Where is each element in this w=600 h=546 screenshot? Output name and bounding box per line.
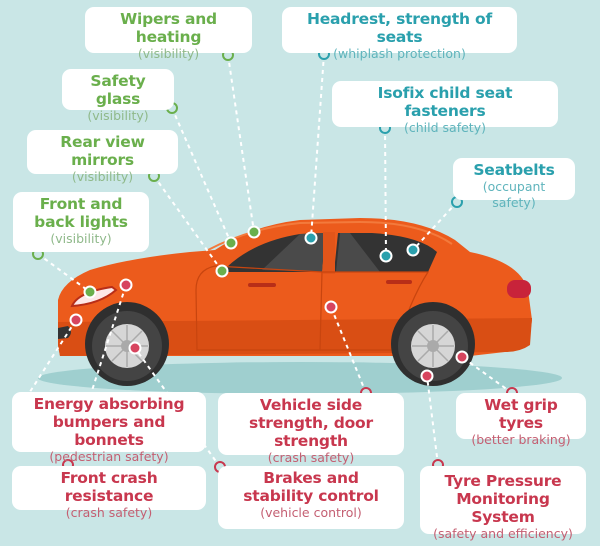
callout-subtitle: (crash safety) [65, 505, 153, 520]
callout-title: Vehicle side strength, door strength [249, 396, 373, 450]
callout-title: Tyre Pressure Monitoring System [444, 472, 562, 526]
callout-title: Seatbelts [473, 161, 555, 179]
callout-headrest: Headrest, strength of seats (whiplash pr… [282, 7, 517, 61]
callout-safety-glass: Safety glass (visibility) [62, 69, 174, 123]
callout-subtitle: (vehicle control) [260, 505, 362, 520]
callout-title: Brakes and stability control [243, 469, 379, 505]
callout-subtitle: (occupant safety) [482, 179, 546, 210]
callout-title: Wet grip tyres [484, 396, 558, 432]
tail-light [507, 280, 531, 298]
callout-title: Isofix child seat fasteners [377, 84, 513, 120]
callout-subtitle: (visibility) [71, 169, 134, 184]
callout-subtitle: (child safety) [404, 120, 486, 135]
callout-isofix: Isofix child seat fasteners (child safet… [332, 81, 558, 135]
front-wheel [92, 311, 162, 381]
callout-subtitle: (whiplash protection) [333, 46, 466, 61]
hotspot-side-strength[interactable] [324, 300, 338, 314]
callout-subtitle: (crash safety) [267, 450, 355, 465]
callout-seatbelts: Seatbelts (occupant safety) [453, 158, 575, 210]
car-hotspots [69, 225, 469, 383]
callout-mirrors: Rear view mirrors (visibility) [27, 130, 178, 184]
hotspot-seatbelts[interactable] [406, 243, 420, 257]
callout-subtitle: (visibility) [87, 108, 149, 123]
hotspot-isofix[interactable] [379, 249, 393, 263]
callout-title: Headrest, strength of seats [306, 10, 493, 46]
hotspot-lights[interactable] [83, 285, 97, 299]
callout-front-crash: Front crash resistance (crash safety) [12, 466, 206, 520]
leader-lines [25, 53, 513, 468]
callout-subtitle: (safety and efficiency) [433, 526, 573, 541]
callout-tpms: Tyre Pressure Monitoring System (safety … [420, 466, 586, 541]
callout-title: Wipers and heating [120, 10, 217, 46]
callout-subtitle: (pedestrian safety) [49, 449, 169, 464]
hotspot-tpms[interactable] [420, 369, 434, 383]
callout-brakes: Brakes and stability control (vehicle co… [218, 466, 404, 529]
callout-title: Energy absorbing bumpers and bonnets [33, 395, 185, 449]
callout-wipers: Wipers and heating (visibility) [85, 7, 252, 61]
hotspot-headrest[interactable] [304, 231, 318, 245]
callout-title: Safety glass [90, 72, 146, 108]
rear-wheel [398, 311, 468, 381]
hotspot-brakes[interactable] [128, 341, 142, 355]
callout-title: Rear view mirrors [60, 133, 145, 169]
callout-bumpers: Energy absorbing bumpers and bonnets (pe… [12, 392, 206, 464]
hotspot-mirrors[interactable] [215, 264, 229, 278]
callout-wet-grip: Wet grip tyres (better braking) [456, 393, 586, 447]
callout-subtitle: (better braking) [471, 432, 571, 447]
hotspot-bumpers[interactable] [69, 313, 83, 327]
hotspot-wipers[interactable] [247, 225, 261, 239]
hotspot-front-crash[interactable] [119, 278, 133, 292]
callout-title: Front crash resistance [60, 469, 158, 505]
callout-subtitle: (visibility) [50, 231, 112, 246]
hotspot-wet-grip[interactable] [455, 350, 469, 364]
hotspot-safety-glass[interactable] [224, 236, 238, 250]
callout-side-strength: Vehicle side strength, door strength (cr… [218, 393, 404, 465]
callout-subtitle: (visibility) [137, 46, 200, 61]
callout-title: Front and back lights [34, 195, 128, 231]
callout-lights: Front and back lights (visibility) [13, 192, 149, 252]
